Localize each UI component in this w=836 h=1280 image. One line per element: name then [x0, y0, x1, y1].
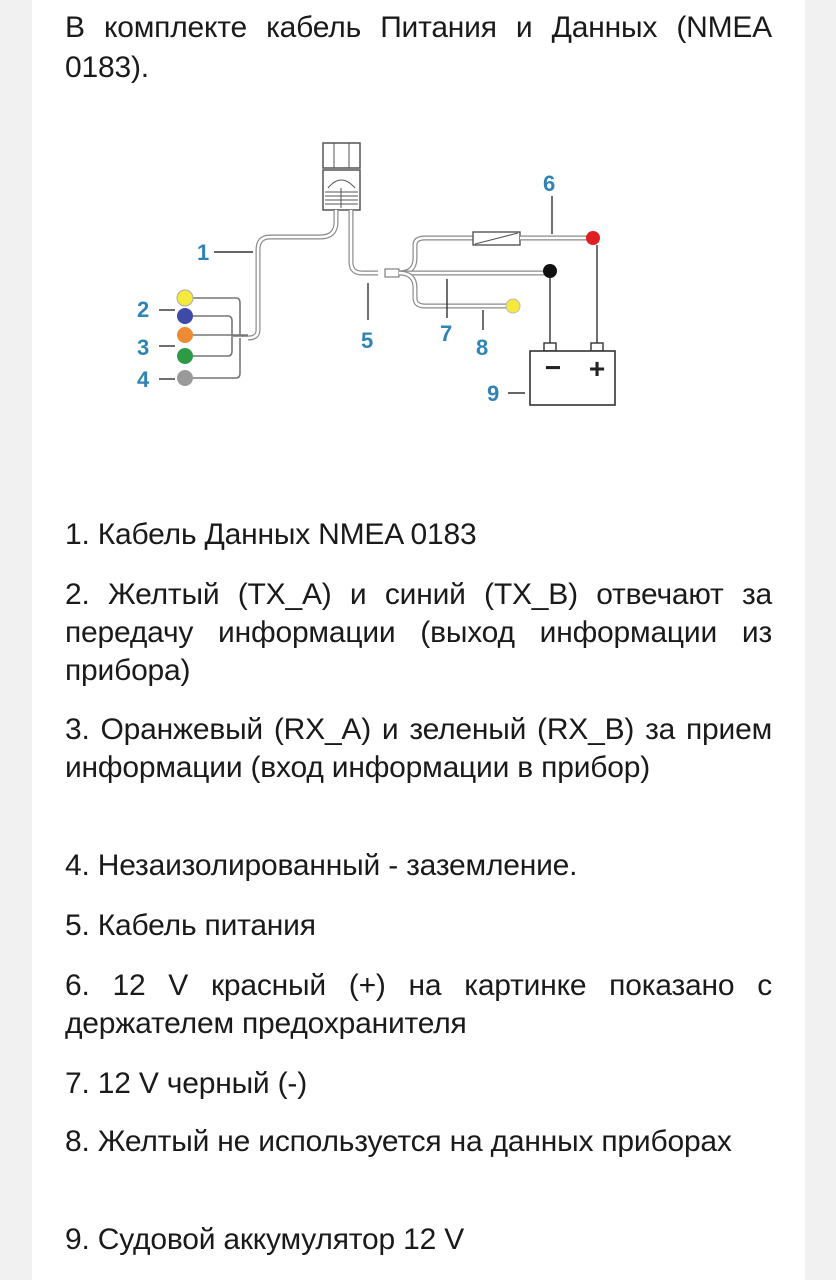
list-item: 3. Оранжевый (RX_A) и зеленый (RX_B) за …: [65, 713, 772, 784]
label-1: 1: [197, 240, 209, 265]
list-item: 8. Желтый не используется на данных приб…: [65, 1125, 732, 1158]
black-terminal-dot: [543, 264, 557, 278]
orange-wire-dot: [177, 327, 193, 343]
label-4: 4: [137, 367, 150, 392]
list-item: 5. Кабель питания: [65, 909, 316, 942]
intro-heading: В комплекте кабель Питания и Данных (NME…: [65, 11, 772, 84]
list-item: 4. Незаизолированный - заземление.: [65, 849, 578, 882]
gray-wire-dot: [177, 370, 193, 386]
label-6: 6: [543, 171, 555, 196]
label-9: 9: [487, 381, 499, 406]
green-wire-dot: [177, 348, 193, 364]
list-item: 6. 12 V красный (+) на картинке показано…: [65, 969, 772, 1040]
content-card: [32, 0, 805, 1280]
yellow-wire-dot: [176, 289, 194, 307]
yellow-terminal-dot: [505, 298, 521, 314]
svg-text:−: −: [545, 352, 561, 383]
wiring-diagram: − + 1 2 3 4 5 6 7 8 9: [137, 142, 616, 406]
list-item: 9. Судовой аккумулятор 12 V: [65, 1223, 464, 1256]
svg-text:+: +: [589, 353, 605, 384]
list-item: 7. 12 V черный (-): [65, 1067, 307, 1100]
connector-plug: [322, 142, 361, 211]
label-8: 8: [476, 335, 488, 360]
list-item: 2. Желтый (TX_A) и синий (TX_B) отвечают…: [65, 578, 772, 687]
red-terminal-dot: [586, 231, 600, 245]
label-2: 2: [137, 297, 149, 322]
battery-icon: − +: [529, 342, 616, 406]
label-3: 3: [137, 335, 149, 360]
list-item: 1. Кабель Данных NMEA 0183: [65, 518, 477, 551]
label-7: 7: [440, 321, 452, 346]
label-5: 5: [361, 328, 373, 353]
blue-wire-dot: [177, 308, 193, 324]
